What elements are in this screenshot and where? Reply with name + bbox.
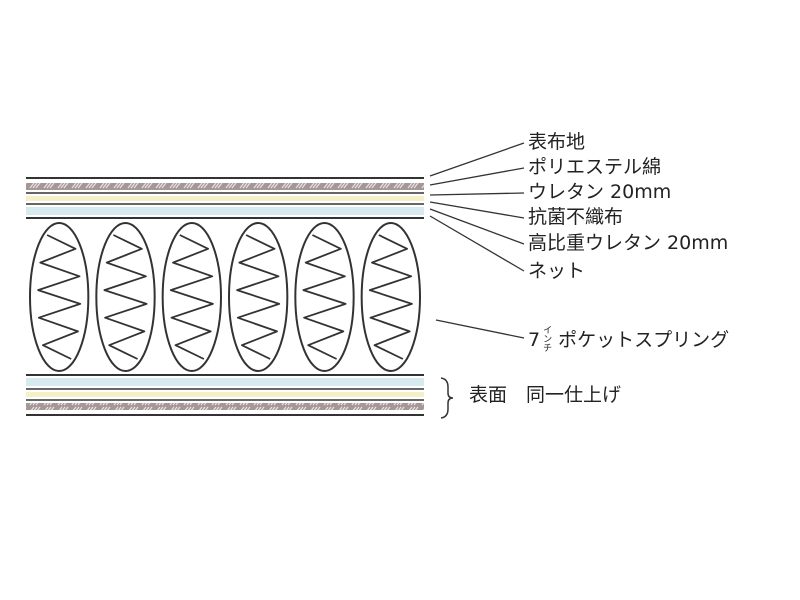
label-high-density-urethane: 高比重ウレタン 20mm bbox=[528, 232, 729, 254]
label-same-finish-both-sides: 表面 同一仕上げ bbox=[469, 384, 622, 406]
brace-icon bbox=[440, 377, 454, 419]
spring-coil bbox=[236, 234, 281, 360]
leader-line-polyester bbox=[429, 167, 525, 186]
spring-size-number: 7 bbox=[528, 329, 541, 351]
top-non-woven-layer bbox=[26, 207, 424, 215]
leader-line-springs bbox=[435, 319, 525, 339]
spring-size-unit: インチ bbox=[543, 326, 553, 354]
top-urethane-layer bbox=[26, 196, 424, 201]
leader-line-antibacterial bbox=[429, 201, 525, 219]
bottom-layers bbox=[26, 374, 424, 416]
label-urethane: ウレタン 20mm bbox=[528, 181, 672, 203]
bottom-cover-fabric-pattern bbox=[26, 403, 424, 410]
spring-coil bbox=[37, 234, 82, 360]
spring-coil bbox=[368, 234, 413, 360]
label-cover-fabric: 表布地 bbox=[528, 131, 586, 153]
pocket-springs bbox=[29, 222, 422, 372]
bottom-urethane-layer bbox=[26, 392, 424, 397]
top-cover-fabric-pattern bbox=[26, 183, 424, 190]
leader-lines bbox=[429, 142, 525, 339]
spring-coil bbox=[302, 234, 347, 360]
leader-line-net bbox=[429, 215, 525, 272]
label-polyester-cotton: ポリエステル綿 bbox=[528, 156, 662, 178]
label-antibacterial-non-woven: 抗菌不織布 bbox=[528, 206, 624, 228]
top-layers bbox=[26, 177, 424, 219]
label-net: ネット bbox=[528, 260, 586, 282]
leader-line-high-density bbox=[429, 208, 525, 245]
spring-coil bbox=[103, 234, 148, 360]
spring-coil bbox=[169, 234, 214, 360]
spring-name: ポケットスプリング bbox=[558, 329, 730, 351]
leader-line-urethane bbox=[429, 192, 525, 196]
leader-line-cover bbox=[429, 142, 525, 177]
bottom-non-woven-layer bbox=[26, 378, 424, 386]
